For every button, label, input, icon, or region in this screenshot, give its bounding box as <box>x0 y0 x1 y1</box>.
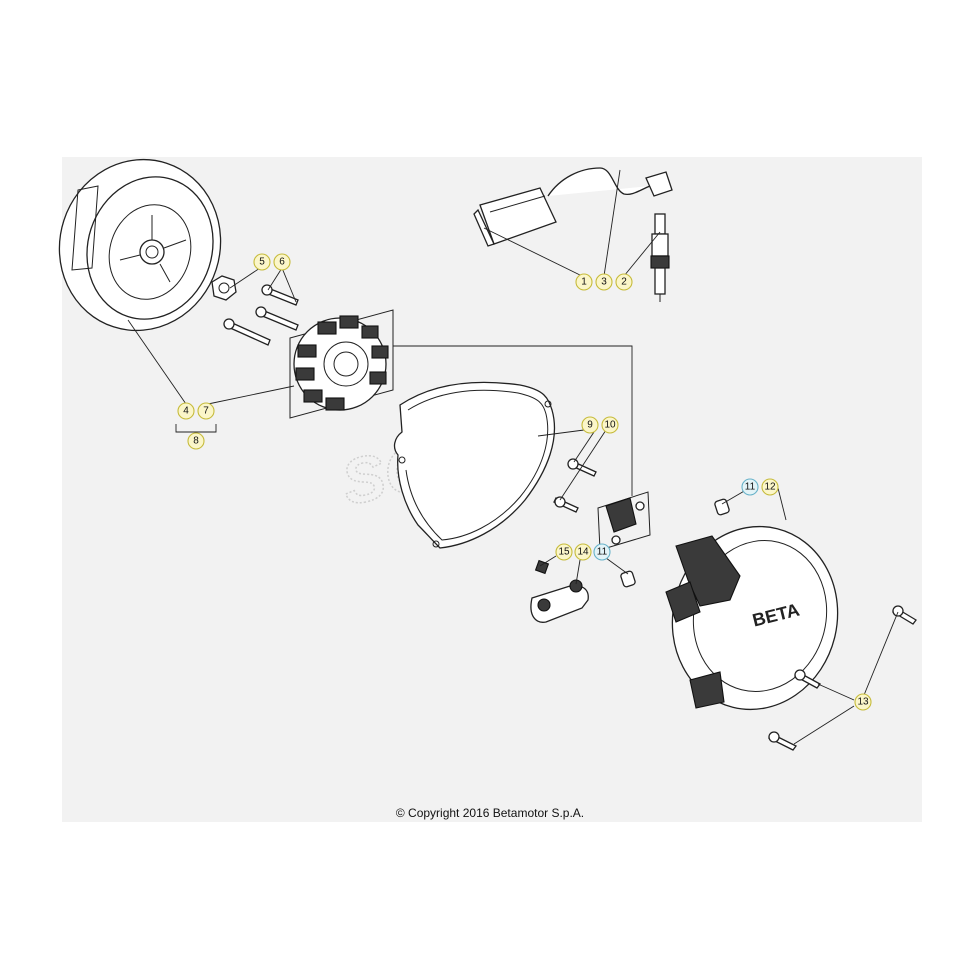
pickup-sensor <box>605 497 645 545</box>
cover-screws <box>768 605 917 751</box>
svg-text:2: 2 <box>621 277 627 288</box>
callout-9: 9 <box>581 416 599 434</box>
callout-11-b: 11 <box>593 543 611 561</box>
svg-text:9: 9 <box>587 420 593 431</box>
stator-box <box>289 309 394 419</box>
callout-13: 13 <box>854 693 872 711</box>
svg-text:7: 7 <box>203 406 209 417</box>
cable-clamp <box>530 559 589 623</box>
svg-text:3: 3 <box>601 277 607 288</box>
callout-11-a: 11 <box>741 478 759 496</box>
stator-wire <box>393 345 633 496</box>
svg-text:10: 10 <box>604 420 616 431</box>
callout-15: 15 <box>555 543 573 561</box>
callout-8: 8 <box>187 432 205 450</box>
copyright-notice: © Copyright 2016 Betamotor S.p.A. <box>395 806 585 820</box>
pickup-box <box>597 491 651 551</box>
callout-7: 7 <box>197 402 215 420</box>
svg-text:13: 13 <box>857 697 869 708</box>
callout-14: 14 <box>574 543 592 561</box>
svg-text:8: 8 <box>193 436 199 447</box>
callout-10: 10 <box>601 416 619 434</box>
callout-5: 5 <box>253 253 271 271</box>
flywheel-rotor <box>58 158 222 332</box>
spark-plug <box>650 213 670 302</box>
svg-text:15: 15 <box>558 547 570 558</box>
callout-4: 4 <box>177 402 195 420</box>
svg-text:1: 1 <box>581 277 587 288</box>
bushings <box>620 498 730 588</box>
svg-text:11: 11 <box>597 547 608 558</box>
cover-gasket <box>393 381 556 549</box>
ignition-cover: BETA <box>665 525 839 711</box>
stator-screws <box>223 284 299 346</box>
svg-text:6: 6 <box>279 257 285 268</box>
callout-3: 3 <box>595 273 613 291</box>
svg-text:11: 11 <box>745 482 756 493</box>
stator <box>293 315 389 411</box>
svg-text:12: 12 <box>764 482 776 493</box>
svg-text:14: 14 <box>577 547 589 558</box>
callout-6: 6 <box>273 253 291 271</box>
callout-1: 1 <box>575 273 593 291</box>
callout-2: 2 <box>615 273 633 291</box>
svg-text:5: 5 <box>259 257 265 268</box>
svg-text:4: 4 <box>183 406 189 417</box>
callout-12: 12 <box>761 478 779 496</box>
pickup-screws <box>553 458 597 513</box>
rotor-nut <box>211 275 237 301</box>
ignition-coil <box>473 167 673 247</box>
